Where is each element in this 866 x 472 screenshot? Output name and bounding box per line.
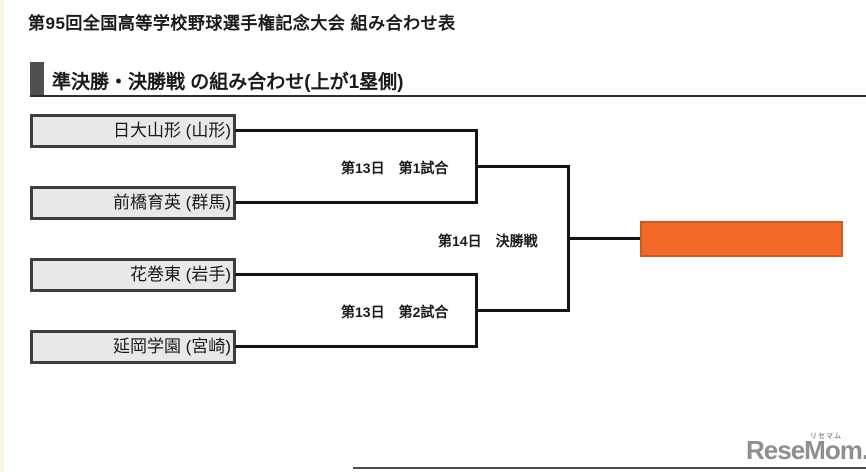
resemom-logo: リセマム ReseMom. [746,431,866,465]
resemom-logo-dot: . [862,435,866,465]
bracket-line-team2 [235,201,478,204]
page-title: 第95回全国高等学校野球選手権記念大会 組み合わせ表 [28,14,456,33]
section-accent-bar [30,62,44,96]
section-underline [30,95,866,97]
team-name: 前橋育英 (群馬) [112,193,231,212]
team-name: 延岡学園 (宮崎) [112,337,231,356]
bracket-line-semifinal1-output [475,165,570,168]
match-label-semifinal1: 第13日 第1試合 [341,160,449,176]
team-box-maebashi-ikuei: 前橋育英 (群馬) [30,186,236,220]
match-label-semifinal2: 第13日 第2試合 [341,304,449,320]
bracket-line-semifinal2-output [475,309,570,312]
bottom-divider [353,467,866,469]
team-name: 日大山形 (山形) [112,121,231,140]
resemom-logo-text: ReseMom. [746,435,866,466]
bracket-line-final-output [567,237,640,240]
bracket-line-team3 [235,273,478,276]
bracket-line-team1 [235,129,478,132]
team-box-hanamaki-higashi: 花巻東 (岩手) [30,258,236,292]
team-name: 花巻東 (岩手) [129,265,231,284]
left-edge-strip [0,0,4,472]
team-box-nichidai-yamagata: 日大山形 (山形) [30,114,236,148]
bracket-line-team4 [235,345,478,348]
match-label-final: 第14日 決勝戦 [438,233,538,249]
resemom-logo-ruby: リセマム [810,433,842,440]
winner-box [640,221,843,257]
team-box-nobeoka-gakuen: 延岡学園 (宮崎) [30,330,236,364]
section-heading: 準決勝・決勝戦 の組み合わせ(上が1塁側) [52,72,404,93]
